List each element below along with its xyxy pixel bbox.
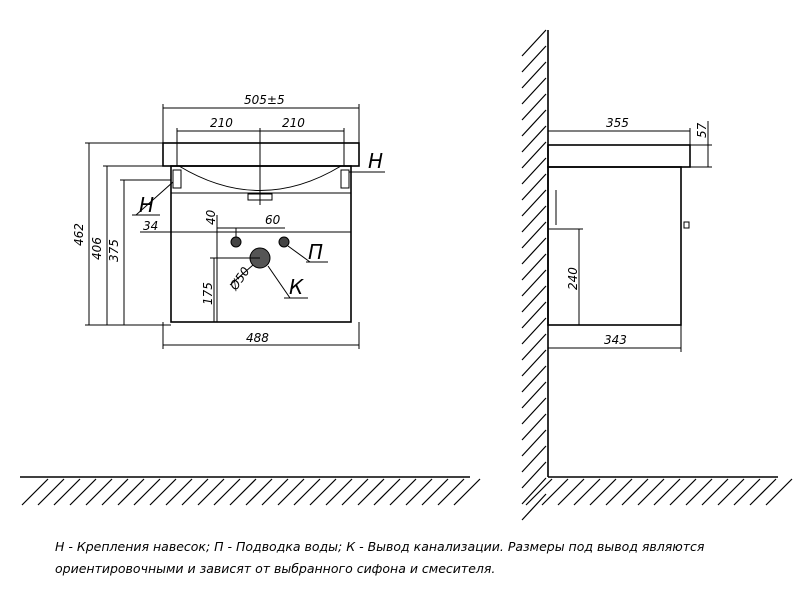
dim-width-bottom: 488 bbox=[246, 331, 269, 345]
dim-depth-top: 355 bbox=[606, 116, 629, 130]
wall bbox=[521, 29, 549, 521]
label-water: П bbox=[308, 240, 323, 264]
dim-height-total: 462 bbox=[72, 223, 86, 246]
hanger-left bbox=[172, 169, 182, 189]
label-hanger-right: Н bbox=[368, 149, 383, 173]
label-drain: К bbox=[289, 275, 304, 299]
dim-40: 40 bbox=[204, 209, 218, 225]
front-view: 505±5 210 210 462 406 375 Н Н 34 40 60 bbox=[72, 93, 385, 349]
dim-34: 34 bbox=[143, 219, 158, 233]
dim-width-overall: 505±5 bbox=[244, 93, 285, 107]
dim-depth-bottom: 343 bbox=[604, 333, 627, 347]
dim-175: 175 bbox=[201, 282, 215, 305]
dim-height-375: 375 bbox=[107, 239, 121, 262]
water-inlet-left bbox=[230, 236, 242, 248]
side-top bbox=[547, 144, 691, 168]
label-hanger-left: Н bbox=[139, 193, 154, 217]
legend-caption: Н - Крепления навесок; П - Подводка воды… bbox=[55, 536, 775, 580]
side-cabinet bbox=[547, 166, 682, 326]
caption-line-1: Н - Крепления навесок; П - Подводка воды… bbox=[55, 539, 705, 554]
side-view: 355 57 240 343 bbox=[547, 116, 712, 352]
water-inlet-right bbox=[278, 236, 290, 248]
hanger-right bbox=[340, 169, 350, 189]
dim-height-406: 406 bbox=[90, 237, 104, 260]
floor-right bbox=[525, 476, 793, 506]
dim-height-240: 240 bbox=[566, 267, 580, 290]
floor-left bbox=[20, 476, 481, 506]
basin-top bbox=[162, 142, 360, 167]
dim-60: 60 bbox=[265, 213, 281, 227]
cabinet-body bbox=[170, 165, 352, 323]
dim-offset-left: 210 bbox=[210, 116, 233, 130]
dim-offset-right: 210 bbox=[282, 116, 305, 130]
dim-top-thickness: 57 bbox=[695, 122, 709, 138]
caption-line-2: ориентировочными и зависят от выбранного… bbox=[55, 561, 496, 576]
